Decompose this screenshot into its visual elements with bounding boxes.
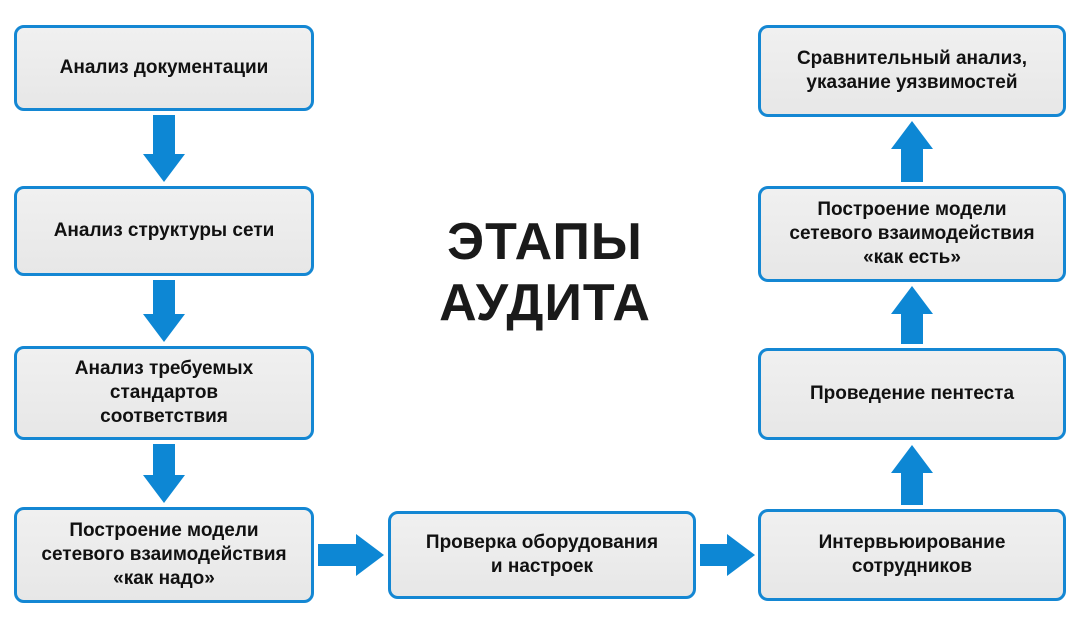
step-box-employee-interviews: Интервьюирование сотрудников (758, 509, 1066, 601)
arrow-shaft (153, 115, 175, 154)
step-box-model-as-should-be: Построение модели сетевого взаимодействи… (14, 507, 314, 603)
arrow-head (891, 445, 933, 473)
step-box-analysis-documentation: Анализ документации (14, 25, 314, 111)
arrow-shaft (700, 544, 727, 566)
step-box-standards-compliance-analysis: Анализ требуемых стандартов соответствия (14, 346, 314, 440)
arrow-shaft (153, 280, 175, 314)
arrow-shaft (153, 444, 175, 475)
arrow-head (727, 534, 755, 576)
arrow-shaft (318, 544, 356, 566)
arrow-up-icon (891, 121, 933, 182)
step-box-comparative-analysis: Сравнительный анализ, указание уязвимост… (758, 25, 1066, 117)
step-box-pentest: Проведение пентеста (758, 348, 1066, 440)
arrow-right-icon (700, 534, 755, 576)
arrow-up-icon (891, 445, 933, 505)
arrow-head (143, 475, 185, 503)
step-box-equipment-settings-check: Проверка оборудования и настроек (388, 511, 696, 599)
step-box-model-as-is: Построение модели сетевого взаимодействи… (758, 186, 1066, 282)
arrow-down-icon (143, 115, 185, 182)
arrow-head (356, 534, 384, 576)
arrow-down-icon (143, 444, 185, 503)
arrow-head (143, 314, 185, 342)
arrow-head (891, 286, 933, 314)
arrow-up-icon (891, 286, 933, 344)
arrow-head (891, 121, 933, 149)
arrow-shaft (901, 473, 923, 505)
arrow-shaft (901, 314, 923, 344)
arrow-down-icon (143, 280, 185, 342)
arrow-head (143, 154, 185, 182)
arrow-right-icon (318, 534, 384, 576)
arrow-shaft (901, 149, 923, 182)
diagram-title: ЭТАПЫ АУДИТА (439, 213, 651, 333)
step-box-network-structure-analysis: Анализ структуры сети (14, 186, 314, 276)
